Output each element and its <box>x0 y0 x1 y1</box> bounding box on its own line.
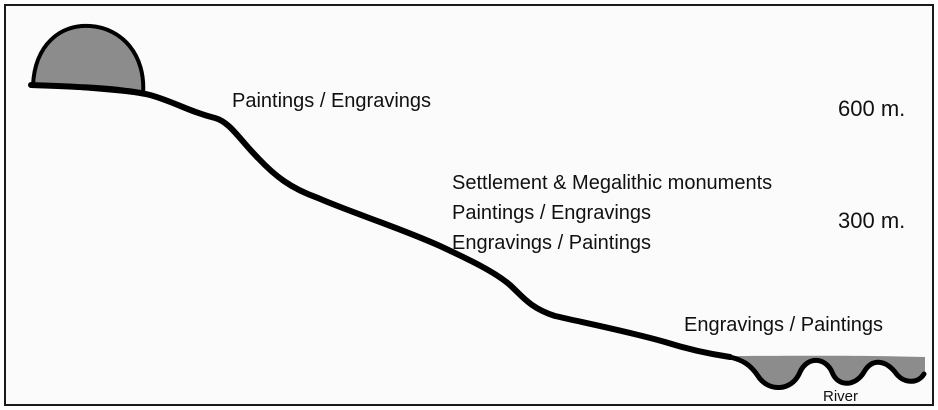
elevation-600-label: 600 m. <box>838 96 906 121</box>
upper-art-label: Paintings / Engravings <box>232 90 432 112</box>
middle-paintings-label: Paintings / Engravings <box>452 202 652 224</box>
elevation-300-label: 300 m. <box>838 208 906 233</box>
settlement-megalith-label: Settlement & Megalithic monuments <box>452 172 773 194</box>
lower-art-label: Engravings / Paintings <box>684 314 884 336</box>
middle-engravings-label: Engravings / Paintings <box>452 232 652 254</box>
hillside-slope <box>28 82 733 360</box>
river-water <box>728 355 925 388</box>
diagram-frame <box>4 4 934 406</box>
river-label: River <box>823 388 859 405</box>
river-waves <box>727 354 927 390</box>
